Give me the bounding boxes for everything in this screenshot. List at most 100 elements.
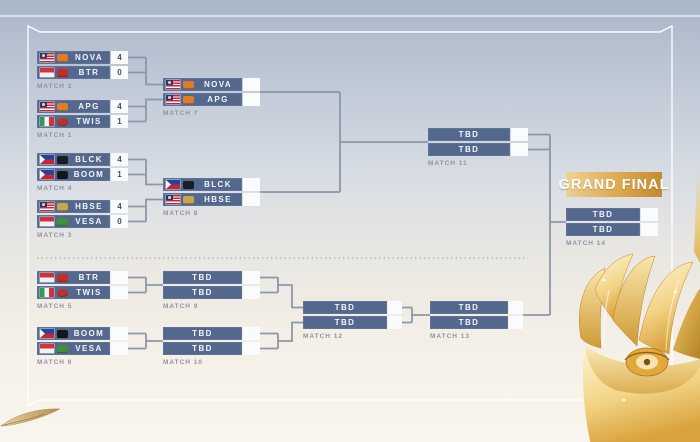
vesa-logo-icon — [57, 344, 68, 353]
match-6: BOOM VESA MATCH 6 — [37, 327, 128, 366]
score-box: 1 — [111, 115, 128, 128]
score-box — [388, 301, 402, 314]
score-box: 0 — [111, 66, 128, 79]
team-name: TBD — [334, 303, 356, 312]
top-highlight-line — [0, 15, 700, 17]
team-bar: TBD — [566, 223, 640, 236]
match-label: MATCH 14 — [566, 240, 607, 247]
team-bar: TBD — [303, 316, 387, 329]
team-name: TBD — [334, 318, 356, 327]
team-name: TBD — [592, 210, 614, 219]
score-box — [641, 208, 658, 221]
match-14-row-2[interactable]: TBD — [566, 223, 658, 236]
match-7-row-2[interactable]: APG — [163, 93, 260, 106]
match-2-row-1[interactable]: NOVA 4 — [37, 51, 128, 64]
team-name: VESA — [75, 217, 103, 226]
score-box — [111, 271, 128, 284]
match-13-row-1[interactable]: TBD — [430, 301, 523, 314]
match-8-row-2[interactable]: HBSE — [163, 193, 260, 206]
match-3-row-2[interactable]: VESA 0 — [37, 215, 128, 228]
match-8: BLCK HBSE MATCH 8 — [163, 178, 260, 217]
team-bar: HBSE — [163, 193, 242, 206]
match-1-row-1[interactable]: APG 4 — [37, 100, 128, 113]
score-box — [243, 342, 260, 355]
score-box: 1 — [111, 168, 128, 181]
match-12-row-2[interactable]: TBD — [303, 316, 402, 329]
match-7: NOVA APG MATCH 7 — [163, 78, 260, 117]
match-6-row-2[interactable]: VESA — [37, 342, 128, 355]
match-label: MATCH 9 — [163, 303, 199, 310]
team-name: HBSE — [204, 195, 232, 204]
match-13: TBD TBD MATCH 13 — [430, 301, 523, 340]
team-bar: TBD — [163, 342, 242, 355]
team-bar: TBD — [428, 143, 510, 156]
match-12-row-1[interactable]: TBD — [303, 301, 402, 314]
team-bar: TBD — [566, 208, 640, 221]
match-3-row-1[interactable]: HBSE 4 — [37, 200, 128, 213]
match-8-row-1[interactable]: BLCK — [163, 178, 260, 191]
team-name: NOVA — [74, 53, 104, 62]
score-box — [243, 93, 260, 106]
btr-logo-icon — [57, 68, 68, 77]
match-10-row-2[interactable]: TBD — [163, 342, 260, 355]
team-name: BOOM — [73, 170, 105, 179]
btr-logo-icon — [57, 273, 68, 282]
match-9-row-2[interactable]: TBD — [163, 286, 260, 299]
indonesia-flag-icon — [40, 68, 54, 77]
score-box — [509, 316, 523, 329]
match-4-row-1[interactable]: BLCK 4 — [37, 153, 128, 166]
score-box — [511, 143, 528, 156]
match-5-row-1[interactable]: BTR — [37, 271, 128, 284]
match-14-row-1[interactable]: TBD — [566, 208, 658, 221]
score-box — [388, 316, 402, 329]
match-label: MATCH 8 — [163, 210, 199, 217]
boom-logo-icon — [57, 329, 68, 338]
match-2-row-2[interactable]: BTR 0 — [37, 66, 128, 79]
score-box: 4 — [111, 100, 128, 113]
team-name: APG — [207, 95, 229, 104]
team-name: BLCK — [204, 180, 232, 189]
match-1-row-2[interactable]: TWIS 1 — [37, 115, 128, 128]
score-box — [641, 223, 658, 236]
match-13-row-2[interactable]: TBD — [430, 316, 523, 329]
team-name: TBD — [192, 288, 213, 297]
team-name: BLCK — [75, 155, 103, 164]
hbse-logo-icon — [57, 202, 68, 211]
match-6-row-1[interactable]: BOOM — [37, 327, 128, 340]
match-9-row-1[interactable]: TBD — [163, 271, 260, 284]
score-box: 0 — [111, 215, 128, 228]
team-bar: TBD — [163, 286, 242, 299]
match-10-row-1[interactable]: TBD — [163, 327, 260, 340]
team-bar: TBD — [430, 316, 508, 329]
score-box — [243, 286, 260, 299]
italy-flag-icon — [40, 117, 54, 126]
score-box — [511, 128, 528, 141]
team-bar: VESA — [37, 342, 110, 355]
boom-logo-icon — [57, 170, 68, 179]
malaysia-flag-icon — [166, 195, 180, 204]
malaysia-flag-icon — [40, 202, 54, 211]
match-7-row-1[interactable]: NOVA — [163, 78, 260, 91]
score-box — [243, 271, 260, 284]
trophy-petal-tip — [694, 168, 700, 263]
score-box — [243, 178, 260, 191]
match-14: TBD TBD MATCH 14 — [566, 208, 658, 247]
team-name: APG — [78, 102, 100, 111]
match-label: MATCH 10 — [163, 359, 204, 366]
match-3: HBSE 4 VESA 0 MATCH 3 — [37, 200, 128, 239]
match-5-row-2[interactable]: TWIS — [37, 286, 128, 299]
match-label: MATCH 13 — [430, 333, 471, 340]
team-bar: BTR — [37, 271, 110, 284]
team-bar: TBD — [430, 301, 508, 314]
match-11-row-2[interactable]: TBD — [428, 143, 528, 156]
score-box — [111, 286, 128, 299]
team-bar: TWIS — [37, 286, 110, 299]
team-name: TBD — [592, 225, 614, 234]
match-11-row-1[interactable]: TBD — [428, 128, 528, 141]
gold-wing-ornament — [0, 408, 61, 427]
match-9: TBD TBD MATCH 9 — [163, 271, 260, 310]
team-bar: APG — [163, 93, 242, 106]
team-bar: TWIS — [37, 115, 110, 128]
match-4-row-2[interactable]: BOOM 1 — [37, 168, 128, 181]
